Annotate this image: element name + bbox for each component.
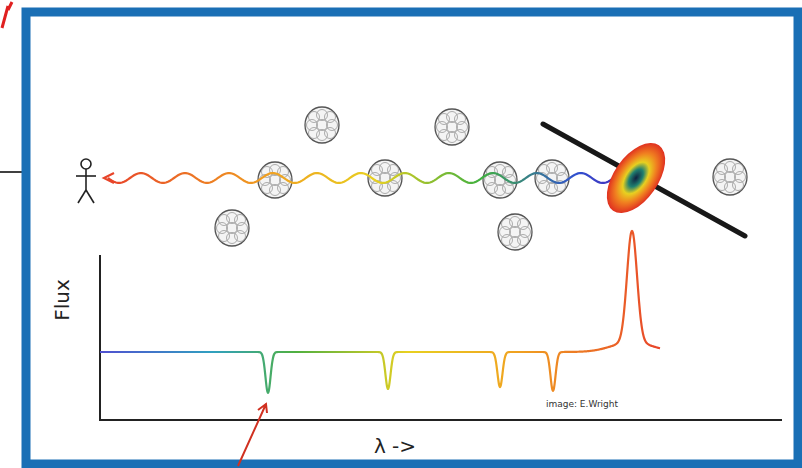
axis-label: λ -> xyxy=(374,434,416,458)
edge-line xyxy=(0,171,22,173)
quasar-jet xyxy=(543,124,745,236)
ray-arrowhead xyxy=(104,173,114,183)
red-mark xyxy=(2,2,12,28)
y-axis xyxy=(99,255,101,421)
quasar-disk xyxy=(595,133,677,224)
light-ray xyxy=(108,173,640,183)
pointer-arrow xyxy=(238,404,267,466)
observer-figure xyxy=(76,159,96,203)
frame xyxy=(26,12,798,464)
axis-label: Flux xyxy=(50,279,74,321)
spectrum-curve xyxy=(100,231,660,393)
credit-note: image: E.Wright xyxy=(546,399,618,409)
x-axis xyxy=(99,419,782,421)
